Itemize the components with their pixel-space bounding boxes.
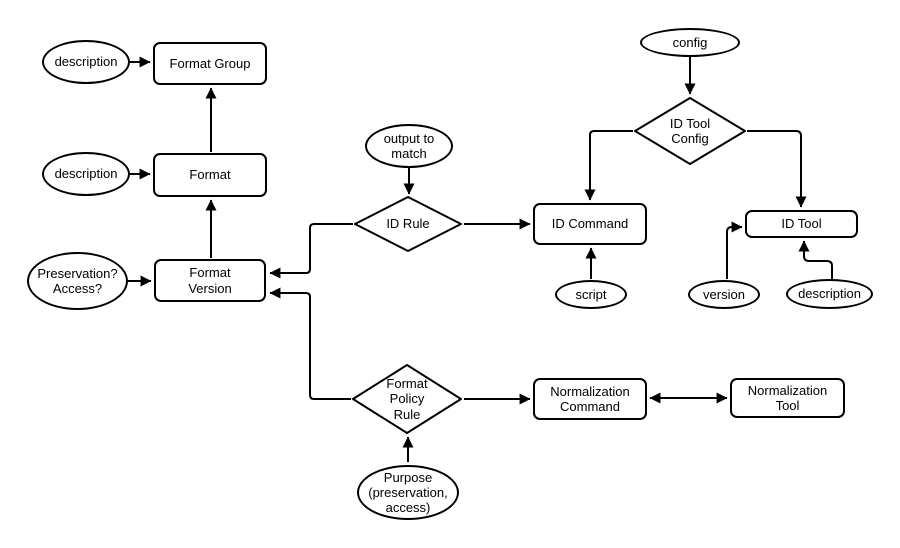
node-id-tool: ID Tool xyxy=(745,210,858,238)
node-format-label: Format xyxy=(189,167,231,183)
diamond-shape-id-tool-config xyxy=(634,97,746,165)
node-normalization-command: Normalization Command xyxy=(533,378,647,420)
node-version-label: version xyxy=(703,286,745,302)
node-purpose: Purpose (preservation, access) xyxy=(357,465,459,520)
node-id-command: ID Command xyxy=(533,203,647,245)
node-id-command-label: ID Command xyxy=(551,216,629,232)
node-description-2: description xyxy=(42,152,130,196)
node-id-rule-label: ID Rule xyxy=(386,216,430,232)
node-preservation-access-label: Preservation? Access? xyxy=(37,265,118,296)
node-id-tool-label: ID Tool xyxy=(781,216,822,232)
edge-id-rule-to-format-version xyxy=(269,223,353,279)
node-script-label: script xyxy=(575,286,607,302)
node-normalization-tool-label: Normalization Tool xyxy=(747,382,828,413)
node-config-label: config xyxy=(672,34,708,50)
node-version: version xyxy=(688,280,760,309)
node-normalization-command-label: Normalization Command xyxy=(550,383,630,414)
node-description-3: description xyxy=(786,279,873,309)
node-format-group: Format Group xyxy=(153,42,267,85)
diamond-shape-id-rule xyxy=(354,196,462,252)
node-normalization-tool: Normalization Tool xyxy=(730,378,845,418)
edge-id-tool-config-to-id-tool xyxy=(747,130,807,208)
edge-description3-to-id-tool xyxy=(798,240,833,281)
node-id-rule: ID Rule xyxy=(353,196,463,252)
edge-id-tool-config-to-id-command xyxy=(584,130,633,201)
node-purpose-label: Purpose (preservation, access) xyxy=(368,469,448,516)
node-description-2-label: description xyxy=(54,166,118,182)
node-format: Format xyxy=(153,153,267,197)
node-script: script xyxy=(555,280,627,309)
node-format-version: Format Version xyxy=(154,259,266,302)
edge-version-to-id-tool xyxy=(726,221,743,279)
node-id-tool-config: ID Tool Config xyxy=(633,97,747,165)
node-output-to-match: output to match xyxy=(365,124,453,168)
node-format-policy-rule-label: Format Policy Rule xyxy=(386,376,428,422)
node-description-3-label: description xyxy=(798,286,861,302)
node-format-policy-rule: Format Policy Rule xyxy=(351,364,463,434)
node-config: config xyxy=(640,28,740,57)
node-output-to-match-label: output to match xyxy=(383,130,435,161)
node-preservation-access: Preservation? Access? xyxy=(27,252,128,310)
node-format-version-label: Format Version xyxy=(188,265,232,296)
node-description-1: description xyxy=(42,40,130,84)
node-description-1-label: description xyxy=(54,54,118,70)
edge-format-policy-rule-to-format-version xyxy=(269,287,351,400)
node-format-group-label: Format Group xyxy=(169,55,251,71)
diamond-shape-format-policy-rule xyxy=(352,364,462,434)
node-id-tool-config-label: ID Tool Config xyxy=(669,115,711,146)
